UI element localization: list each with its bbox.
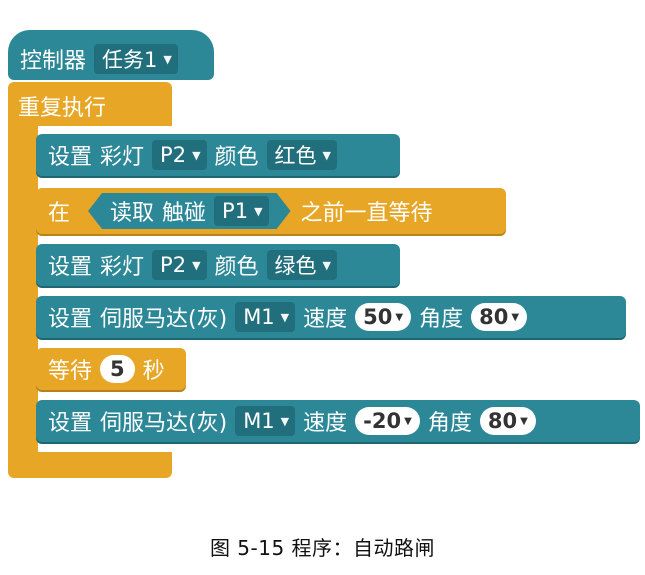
chevron-down-icon: ▼ bbox=[163, 52, 172, 66]
wait-until-block[interactable]: 在 读取 触碰 P1 ▼ 之前一直等待 bbox=[36, 188, 506, 234]
read-touch-sensor[interactable]: 读取 触碰 P1 ▼ bbox=[88, 193, 291, 229]
servo-label: 伺服马达(灰) bbox=[100, 307, 228, 332]
speed-input[interactable]: 50 ▼ bbox=[355, 303, 412, 331]
controller-label: 控制器 bbox=[20, 49, 87, 74]
task-dropdown-value: 任务1 bbox=[102, 48, 158, 72]
chevron-down-icon: ▼ bbox=[322, 148, 332, 162]
color-value: 绿色 bbox=[274, 254, 317, 278]
angle-label: 角度 bbox=[427, 411, 472, 436]
motor-port-value: M1 bbox=[243, 409, 275, 433]
color-label: 颜色 bbox=[214, 145, 259, 170]
angle-value: 80 bbox=[487, 409, 518, 433]
sensor-port-dropdown[interactable]: P1 ▼ bbox=[214, 196, 269, 226]
set-light-red-block[interactable]: 设置 彩灯 P2 ▼ 颜色 红色 ▼ bbox=[36, 134, 400, 176]
color-dropdown[interactable]: 红色 ▼ bbox=[266, 140, 338, 170]
port-dropdown[interactable]: P2 ▼ bbox=[152, 140, 207, 170]
motor-port-value: M1 bbox=[243, 305, 275, 329]
chevron-down-icon: ▼ bbox=[280, 310, 290, 324]
seconds-value: 5 bbox=[110, 357, 125, 381]
chevron-down-icon: ▼ bbox=[322, 258, 332, 272]
loop-label: 重复执行 bbox=[18, 96, 107, 121]
wait-until-suffix: 之前一直等待 bbox=[300, 201, 433, 226]
seconds-input[interactable]: 5 bbox=[100, 355, 135, 383]
angle-value: 80 bbox=[479, 305, 509, 329]
speed-input[interactable]: -20 ▼ bbox=[355, 407, 420, 435]
wait-label: 等待 bbox=[48, 359, 93, 384]
angle-label: 角度 bbox=[419, 307, 464, 332]
color-label: 颜色 bbox=[214, 255, 259, 280]
loop-side-bar bbox=[8, 120, 38, 460]
touch-label: 触碰 bbox=[162, 201, 207, 226]
chevron-down-icon: ▼ bbox=[192, 258, 201, 272]
set-label: 设置 bbox=[48, 255, 93, 280]
seconds-unit: 秒 bbox=[142, 359, 165, 384]
figure-caption: 图 5-15 程序：自动路闸 bbox=[209, 536, 436, 560]
chevron-down-icon: ▼ bbox=[520, 415, 528, 427]
read-label: 读取 bbox=[110, 201, 155, 226]
servo-label: 伺服马达(灰) bbox=[100, 411, 228, 436]
set-servo-block-2[interactable]: 设置 伺服马达(灰) M1 ▼ 速度 -20 ▼ 角度 80 ▼ bbox=[36, 400, 640, 442]
set-light-green-block[interactable]: 设置 彩灯 P2 ▼ 颜色 绿色 ▼ bbox=[36, 244, 400, 286]
port-value: P2 bbox=[160, 253, 187, 277]
speed-value: -20 bbox=[363, 409, 402, 433]
controller-block[interactable]: 控制器 任务1 ▼ bbox=[8, 40, 214, 78]
set-label: 设置 bbox=[48, 307, 93, 332]
color-dropdown[interactable]: 绿色 ▼ bbox=[266, 250, 338, 280]
sensor-port-value: P1 bbox=[222, 199, 249, 223]
loop-bottom-bar bbox=[8, 452, 172, 478]
chevron-down-icon: ▼ bbox=[404, 415, 412, 427]
chevron-down-icon: ▼ bbox=[254, 204, 263, 218]
light-label: 彩灯 bbox=[100, 145, 145, 170]
light-label: 彩灯 bbox=[100, 255, 145, 280]
angle-input[interactable]: 80 ▼ bbox=[471, 303, 528, 331]
speed-label: 速度 bbox=[303, 307, 348, 332]
wait-until-prefix: 在 bbox=[48, 201, 71, 226]
speed-label: 速度 bbox=[303, 411, 348, 436]
port-value: P2 bbox=[160, 143, 187, 167]
set-label: 设置 bbox=[48, 145, 93, 170]
set-servo-block-1[interactable]: 设置 伺服马达(灰) M1 ▼ 速度 50 ▼ 角度 80 ▼ bbox=[36, 296, 626, 338]
loop-top-bar[interactable] bbox=[8, 82, 172, 126]
angle-input[interactable]: 80 ▼ bbox=[479, 407, 536, 435]
set-label: 设置 bbox=[48, 411, 93, 436]
wait-seconds-block[interactable]: 等待 5 秒 bbox=[36, 348, 186, 390]
chevron-down-icon: ▼ bbox=[511, 311, 520, 323]
chevron-down-icon: ▼ bbox=[280, 414, 290, 428]
motor-port-dropdown[interactable]: M1 ▼ bbox=[235, 302, 296, 332]
chevron-down-icon: ▼ bbox=[192, 148, 201, 162]
color-value: 红色 bbox=[274, 144, 317, 168]
speed-value: 50 bbox=[363, 305, 393, 329]
motor-port-dropdown[interactable]: M1 ▼ bbox=[235, 406, 296, 436]
port-dropdown[interactable]: P2 ▼ bbox=[152, 250, 207, 280]
chevron-down-icon: ▼ bbox=[395, 311, 404, 323]
task-dropdown[interactable]: 任务1 ▼ bbox=[94, 44, 178, 74]
